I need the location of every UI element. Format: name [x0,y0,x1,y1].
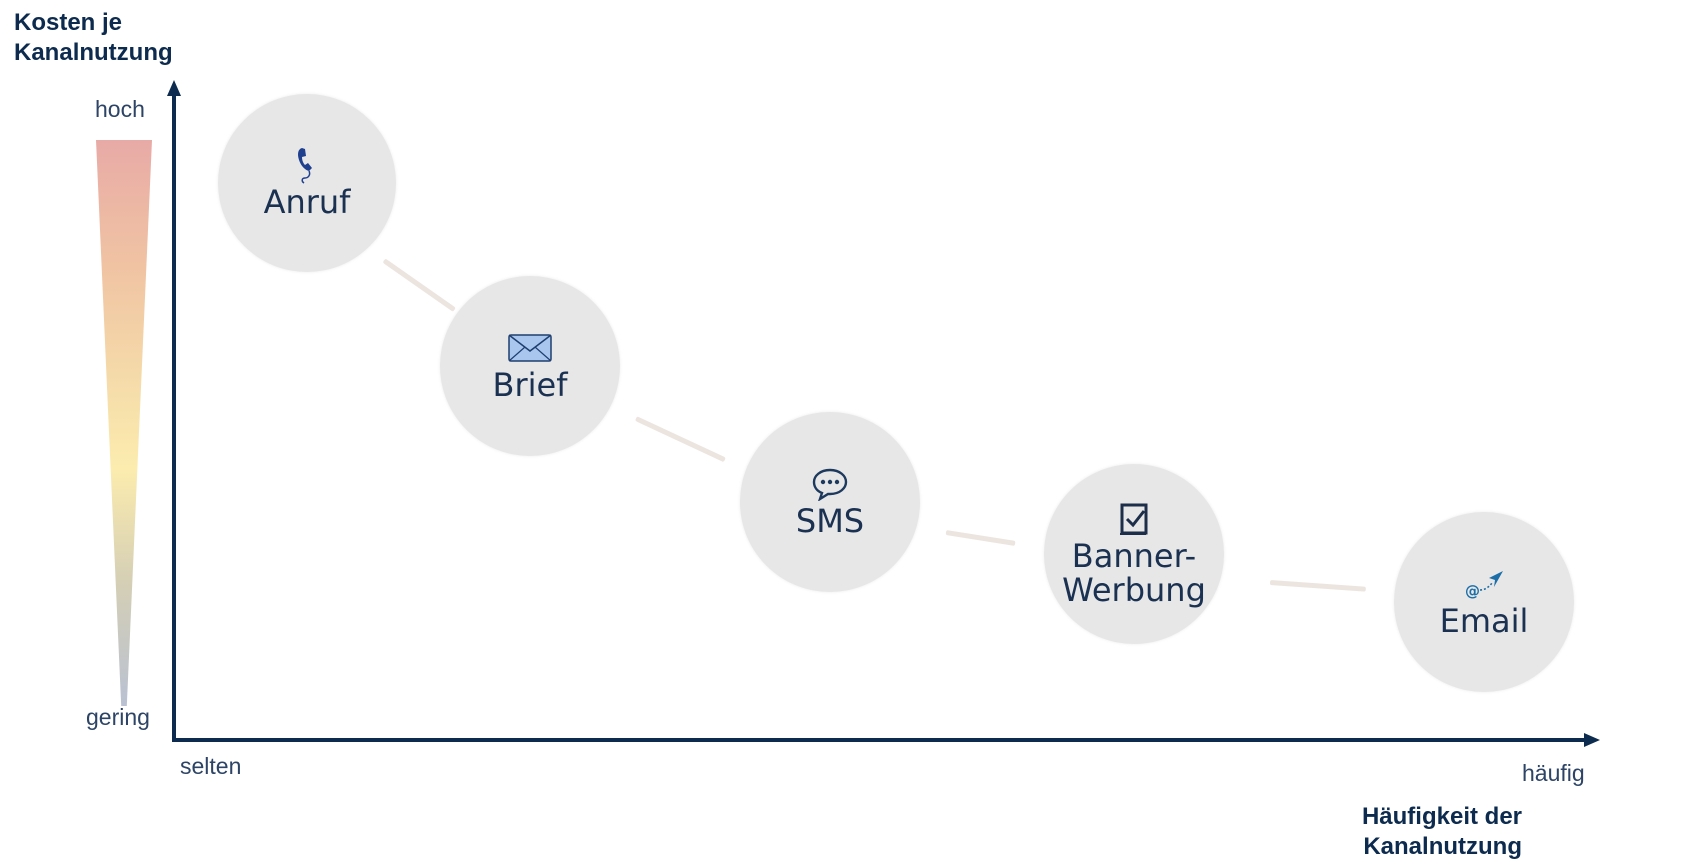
y-axis-title: Kosten je Kanalnutzung [14,9,173,66]
cost-low-label: gering [86,704,150,730]
frequency-high-label: häufig [1522,760,1585,786]
channel-anruf: Anruf [218,94,396,272]
channel-banner-werbung: Banner- Werbung [1044,464,1224,644]
checklist-icon [1118,501,1150,537]
channel-label: SMS [795,502,865,540]
email-send-icon: @ [1463,566,1505,602]
cost-high-label: hoch [95,96,145,122]
channel-label: Email [1439,602,1529,640]
channel-sms: SMS [740,412,920,592]
channel-brief: Brief [440,276,620,456]
x-axis-title: Häufigkeit der Kanalnutzung [1361,803,1522,860]
frequency-low-label: selten [180,753,242,779]
svg-text:@: @ [1465,582,1480,600]
channel-label: Banner- Werbung [1062,537,1206,609]
channel-email: @ Email [1394,512,1574,692]
channel-label: Anruf [263,183,351,221]
x-axis-arrowhead [1584,733,1600,747]
y-axis-arrowhead [167,80,181,96]
envelope-icon [508,330,552,366]
chat-bubble-icon [811,466,849,502]
phone-icon [294,147,320,184]
channel-label: Brief [492,366,568,404]
